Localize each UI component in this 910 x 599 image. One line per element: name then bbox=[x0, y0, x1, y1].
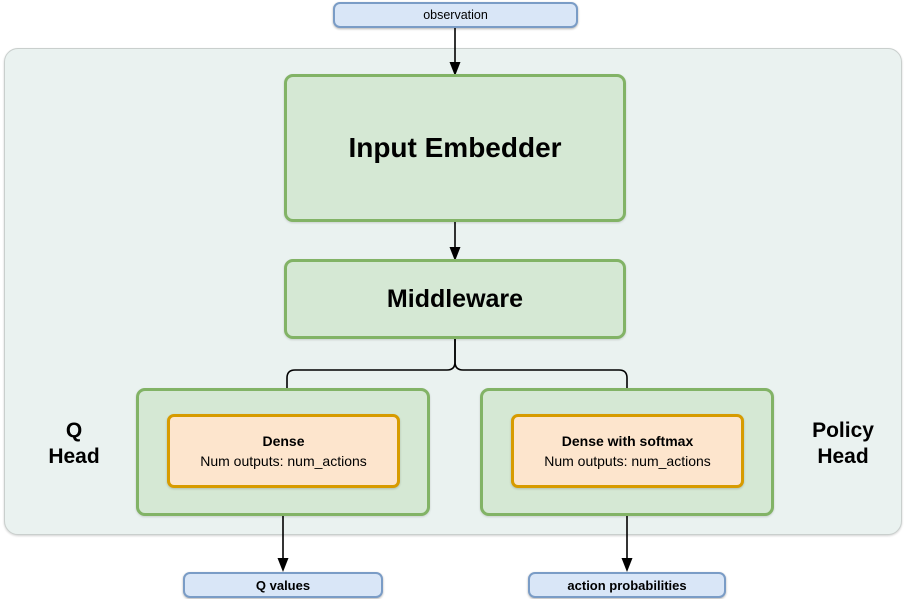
q-head-label-line1: Q bbox=[65, 419, 83, 442]
observation-label: observation bbox=[423, 8, 488, 22]
q-head-dense-outputs: Num outputs: num_actions bbox=[200, 453, 367, 469]
q-values-box[interactable]: Q values bbox=[183, 572, 383, 598]
policy-head-label-line2: Head bbox=[817, 445, 869, 469]
policy-head-dense-outputs: Num outputs: num_actions bbox=[544, 453, 711, 469]
policy-head-label-line1: Policy bbox=[812, 419, 874, 442]
policy-head-dense-layer[interactable]: Dense with softmax Num outputs: num_acti… bbox=[511, 414, 744, 488]
q-values-label: Q values bbox=[255, 577, 311, 593]
q-head-label: Q Head bbox=[24, 418, 124, 471]
observation-box[interactable]: observation bbox=[333, 2, 578, 28]
q-head-dense-title: Dense bbox=[262, 432, 305, 449]
middleware-block[interactable]: Middleware bbox=[284, 259, 626, 339]
policy-head-label: Policy Head bbox=[788, 418, 898, 471]
input-embedder-label: Input Embedder bbox=[348, 132, 562, 163]
policy-head-dense-title: Dense with softmax bbox=[561, 432, 694, 449]
action-probabilities-label: action probabilities bbox=[567, 577, 687, 593]
input-embedder-block[interactable]: Input Embedder bbox=[284, 74, 626, 222]
q-head-dense-layer[interactable]: Dense Num outputs: num_actions bbox=[167, 414, 400, 488]
action-probabilities-box[interactable]: action probabilities bbox=[528, 572, 726, 598]
q-head-label-line2: Head bbox=[48, 445, 100, 469]
middleware-label: Middleware bbox=[386, 284, 524, 313]
